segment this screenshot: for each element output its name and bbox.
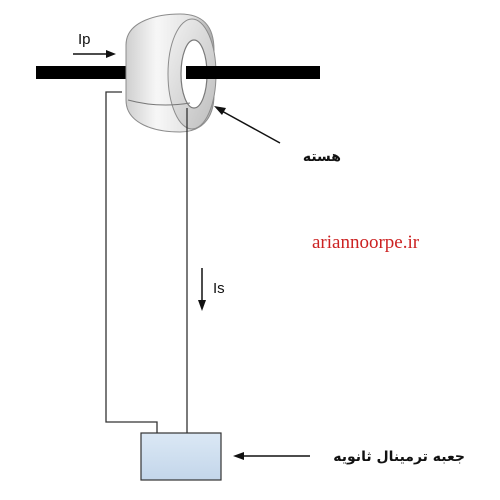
secondary-current-arrowhead bbox=[198, 300, 206, 311]
core-toroid bbox=[125, 13, 217, 133]
secondary-wire-left bbox=[105, 91, 158, 433]
terminal-box-pointer-arrowhead bbox=[233, 452, 244, 460]
primary-conductor-right bbox=[186, 66, 320, 79]
secondary-terminal-box bbox=[140, 432, 222, 481]
primary-conductor-left bbox=[36, 66, 136, 79]
watermark-text: ariannoorpe.ir bbox=[312, 232, 420, 253]
core-pointer-line bbox=[219, 109, 281, 144]
core-label: هسته bbox=[303, 149, 341, 165]
core-winding-band bbox=[127, 99, 191, 106]
core-pointer-arrowhead bbox=[214, 106, 226, 115]
primary-current-label: Ip bbox=[78, 31, 91, 48]
primary-current-arrowhead bbox=[106, 50, 116, 58]
terminal-box-label: جعبه ترمینال ثانویه bbox=[333, 449, 465, 465]
secondary-current-label: Is bbox=[213, 280, 225, 297]
